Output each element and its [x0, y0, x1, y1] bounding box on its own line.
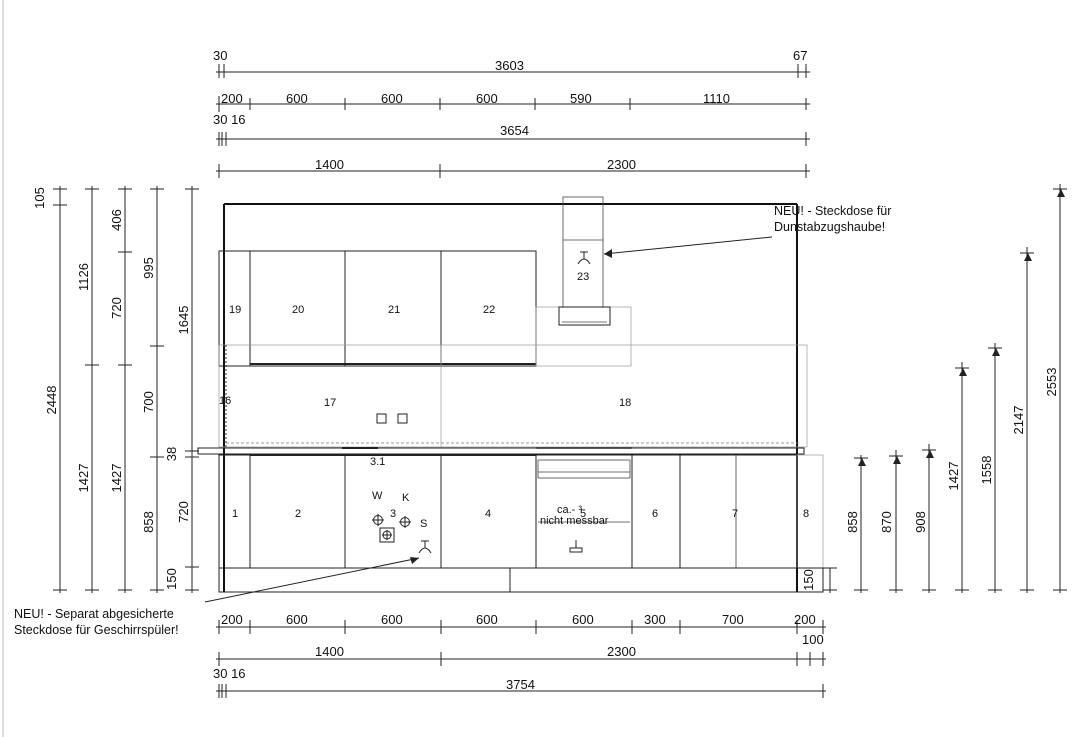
- dim-bottom-seg-7: 700: [722, 612, 744, 627]
- unit-label-3-1: 3.1: [370, 456, 385, 468]
- unit-label-20: 20: [292, 304, 304, 316]
- dim-right-150: 150: [801, 569, 816, 591]
- dim-right-908: 908: [913, 511, 928, 533]
- dim-right-858: 858: [845, 511, 860, 533]
- extractor-hood: [558, 306, 611, 326]
- right-dimension-chains: 150 858 870 908 1427 1558 2147 2553: [801, 184, 1067, 593]
- dim-left-2448: 2448: [44, 386, 59, 415]
- hood-outlet-icon: [577, 251, 591, 265]
- dim-bottom-seg-3: 600: [381, 612, 403, 627]
- dim-left-720-a: 720: [109, 297, 124, 319]
- dim-left-858: 858: [141, 511, 156, 533]
- dim-top-overall-2: 3654: [500, 123, 529, 138]
- dim-left-1427-a: 1427: [76, 464, 91, 493]
- unit-label-3: 3: [390, 508, 396, 520]
- dim-left-995: 995: [141, 257, 156, 279]
- unit-label-22: 22: [483, 304, 495, 316]
- note-dishwasher-line2: Steckdose für Geschirrspüler!: [14, 623, 179, 637]
- oven-socket-icon: [569, 540, 583, 553]
- symbol-label-k: K: [402, 492, 410, 504]
- dim-top-half-2: 2300: [607, 157, 636, 172]
- dim-bottom-seg-2: 600: [286, 612, 308, 627]
- dim-left-406: 406: [109, 209, 124, 231]
- symbol-label-s: S: [420, 518, 427, 530]
- dishwasher-outlet-icon: [418, 540, 432, 554]
- unit-label-21: 21: [388, 304, 400, 316]
- unit-label-2: 2: [295, 508, 301, 520]
- dim-top-overall: 3603: [495, 58, 524, 73]
- dim-bottom-overall: 3754: [506, 677, 535, 692]
- dim-top-offset-left: 30: [213, 48, 227, 63]
- unit-label-4: 4: [485, 508, 491, 520]
- dim-top-seg-4: 600: [476, 91, 498, 106]
- wall-socket-right: [397, 413, 408, 424]
- dim-bottom-half-1: 1400: [315, 644, 344, 659]
- note-hood-line1: NEU! - Steckdose für: [774, 204, 891, 218]
- dim-left-700: 700: [141, 391, 156, 413]
- annotation-dishwasher-socket: NEU! - Separat abgesicherte Steckdose fü…: [14, 557, 420, 637]
- unit-label-16: 16: [219, 395, 231, 407]
- unit-label-7: 7: [732, 508, 738, 520]
- unit-label-19: 19: [229, 304, 241, 316]
- annotation-hood-socket: NEU! - Steckdose für Dunstabzugshaube!: [603, 204, 891, 258]
- socket-symbol-boxed: [379, 527, 395, 543]
- unit5-note-line1: ca.- ³: [557, 504, 582, 516]
- oven-panel: [537, 459, 631, 479]
- unit-label-1: 1: [232, 508, 238, 520]
- bottom-dimension-chains: 200 600 600 600 600 300 700 200 100 1400…: [213, 612, 826, 698]
- lower-cabinet-8: [796, 454, 824, 569]
- unit5-note-line2: nicht messbar: [540, 515, 609, 527]
- note-hood-line2: Dunstabzugshaube!: [774, 220, 885, 234]
- dim-right-1427: 1427: [946, 462, 961, 491]
- unit-label-17: 17: [324, 397, 336, 409]
- dim-left-1427-b: 1427: [109, 464, 124, 493]
- dim-bottom-right-extra: 100: [802, 632, 824, 647]
- dim-top-left-small: 30 16: [213, 112, 246, 127]
- dim-bottom-seg-8: 200: [794, 612, 816, 627]
- plinth: [218, 567, 824, 593]
- dim-top-seg-5: 590: [570, 91, 592, 106]
- dim-left-105: 105: [32, 187, 47, 209]
- dim-right-870: 870: [879, 511, 894, 533]
- dim-left-150: 150: [164, 568, 179, 590]
- unit-label-8: 8: [803, 508, 809, 520]
- dim-top-offset-right: 67: [793, 48, 807, 63]
- worktop: [197, 447, 805, 455]
- dim-top-seg-1: 200: [221, 91, 243, 106]
- dim-right-2147: 2147: [1011, 406, 1026, 435]
- left-dimension-chains: 105 2448 1126 1427 406 720 1427 995 700 …: [32, 186, 199, 593]
- dim-left-1645: 1645: [176, 306, 191, 335]
- wall-socket-left: [376, 413, 387, 424]
- dim-top-seg-6: 1110: [703, 91, 730, 106]
- lower-cabinet-7: [679, 454, 798, 569]
- unit-label-23: 23: [577, 271, 589, 283]
- dim-left-38: 38: [164, 447, 179, 461]
- symbol-label-w: W: [372, 490, 383, 502]
- note-dishwasher-line1: NEU! - Separat abgesicherte: [14, 607, 174, 621]
- dim-top-seg-3: 600: [381, 91, 403, 106]
- dim-bottom-seg-6: 300: [644, 612, 666, 627]
- unit-label-5: 5: [580, 508, 586, 520]
- dim-right-1558: 1558: [979, 456, 994, 485]
- dim-right-2553: 2553: [1044, 368, 1059, 397]
- top-dimension-chains: 30 3603 67 200 600 600 600 590 1110 30 1…: [213, 48, 810, 178]
- dim-left-720-b: 720: [176, 501, 191, 523]
- dim-bottom-seg-1: 200: [221, 612, 243, 627]
- hood-zone: [535, 306, 632, 367]
- dim-left-1126: 1126: [76, 263, 91, 291]
- dim-bottom-seg-5: 600: [572, 612, 594, 627]
- dim-bottom-seg-4: 600: [476, 612, 498, 627]
- dim-top-half-1: 1400: [315, 157, 344, 172]
- wall-panel: [218, 344, 808, 448]
- dim-bottom-half-2: 2300: [607, 644, 636, 659]
- kitchen-elevation: 19 20 21 22 23 16 17 18 3.1 1 2 3 4 5 6 …: [197, 196, 824, 593]
- socket-symbol-w: [372, 514, 384, 526]
- dim-bottom-left-small: 30 16: [213, 666, 246, 681]
- dim-top-seg-2: 600: [286, 91, 308, 106]
- socket-symbol-k: [399, 516, 411, 528]
- unit-label-6: 6: [652, 508, 658, 520]
- unit-label-18: 18: [619, 397, 631, 409]
